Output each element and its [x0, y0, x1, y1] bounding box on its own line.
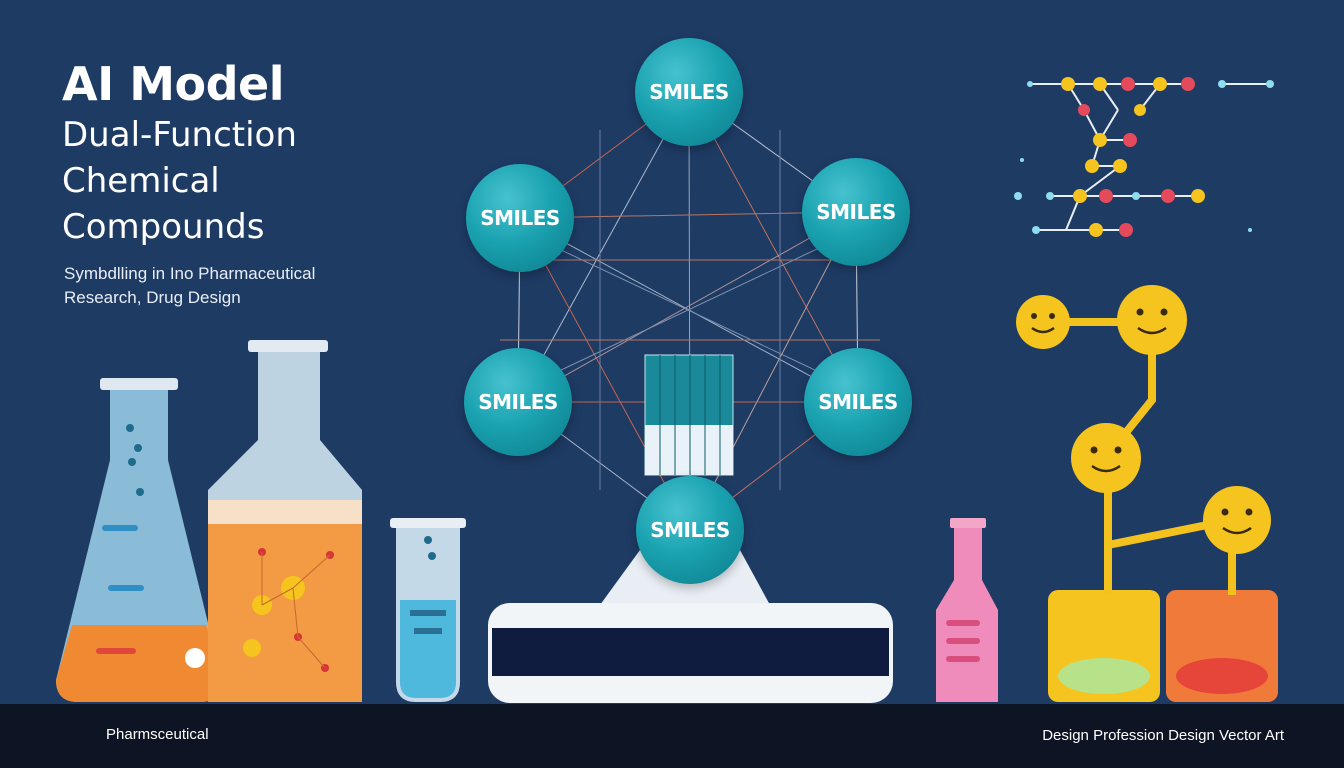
smiles-node-top: SMILES [635, 38, 743, 146]
page-title: AI Model [62, 57, 285, 111]
brand-logo-spacer [60, 716, 100, 753]
smiley-molecule [1016, 285, 1271, 595]
footer-bar [0, 704, 1344, 768]
reagent-bottle [208, 340, 362, 702]
footer-credits: Design Profession Design Vector Art [1042, 727, 1284, 744]
brand-label: Pharmsceutical [106, 726, 209, 743]
title-line-2: Chemical [62, 161, 220, 201]
title-line-1: Dual-Function [62, 115, 297, 155]
erlenmeyer-flask [56, 378, 222, 702]
headline-block: AI Model Dual-Function Chemical Compound… [62, 56, 297, 250]
processor-chip [644, 354, 734, 476]
smiles-node-bottom: SMILES [636, 476, 744, 584]
smiles-node-upper-right: SMILES [802, 158, 910, 266]
smiles-node-lower-right: SMILES [804, 348, 912, 456]
test-tube [390, 518, 466, 702]
pink-bottle [936, 518, 998, 702]
subtitle: Symbdlling in Ino Pharmaceutical Researc… [64, 264, 316, 307]
smiles-node-upper-left: SMILES [466, 164, 574, 272]
title-line-3: Compounds [62, 207, 265, 247]
brand: Pharmsceutical [60, 716, 209, 753]
smiles-node-lower-left: SMILES [464, 348, 572, 456]
beaker-group [1048, 590, 1278, 702]
molecule-diagram [1014, 77, 1274, 237]
